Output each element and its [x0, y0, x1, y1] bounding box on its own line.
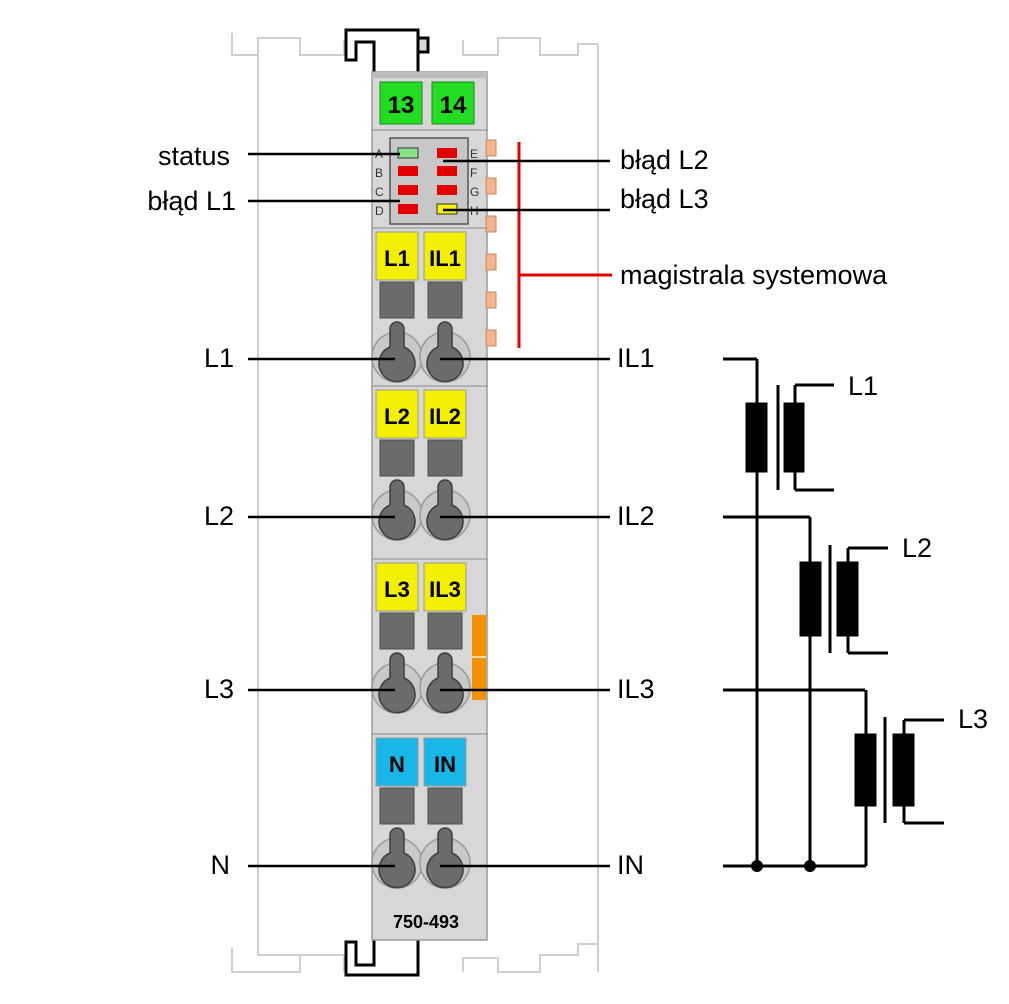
terminal-label-text: L2: [384, 404, 410, 429]
terminal-label-box: [423, 389, 467, 439]
terminal-label-box: [423, 737, 467, 787]
schematic-label-l2: L2: [902, 533, 933, 563]
led-letter-e: E: [470, 147, 478, 161]
led-c: [398, 185, 418, 195]
terminal-13: [379, 81, 423, 125]
led-a-status: [397, 147, 419, 159]
label-error-l1: błąd L1: [147, 186, 236, 216]
terminal-label-box: [375, 737, 419, 787]
terminal-group-l3: L3 IL3: [371, 558, 487, 714]
terminal-group-l2: L2 IL2: [371, 385, 487, 541]
top-terminals: 13 14: [379, 81, 475, 125]
terminal-13-label: 13: [388, 92, 415, 119]
terminal-label-text: IL3: [429, 577, 461, 602]
wire-entry: [378, 479, 416, 541]
release-pusher: [379, 612, 415, 650]
bus-contacts: [485, 139, 497, 347]
led-letter-b: B: [375, 166, 383, 180]
label-right-il2: IL2: [617, 501, 655, 531]
part-number: 750-493: [393, 912, 459, 932]
label-error-l3: błąd L3: [620, 184, 709, 214]
din-rail-outline: [231, 33, 599, 973]
terminal-group-n: N IN: [371, 733, 487, 889]
wire-entry: [378, 652, 416, 714]
schematic-label-l1: L1: [848, 371, 879, 401]
terminal-label-text: IL2: [429, 404, 461, 429]
release-pusher: [427, 612, 463, 650]
led-e: [437, 148, 457, 158]
wire-entry: [378, 321, 416, 383]
label-left-l3: L3: [203, 674, 234, 704]
wire-entry: [426, 479, 464, 541]
terminal-label-text: IL1: [429, 246, 461, 271]
terminal-label-box: [375, 562, 419, 612]
terminal-14: [431, 81, 475, 125]
led-letter-f: F: [470, 166, 477, 180]
schematic-label-l3: L3: [958, 704, 989, 734]
system-bus-bracket: [517, 142, 612, 348]
label-left-l2: L2: [203, 501, 234, 531]
terminal-14-label: 14: [440, 92, 467, 119]
wire-entry: [426, 827, 464, 889]
led-d: [398, 204, 418, 214]
wire-entry: [378, 827, 416, 889]
label-left-l1: L1: [203, 343, 234, 373]
terminal-label-text: L3: [384, 577, 410, 602]
terminal-label-box: [423, 231, 467, 281]
led-letter-c: C: [375, 185, 384, 199]
terminal-label-box: [423, 562, 467, 612]
terminal-label-text: N: [389, 752, 405, 777]
terminal-label-box: [375, 389, 419, 439]
label-right-in: IN: [617, 850, 644, 880]
led-g: [437, 185, 457, 195]
leader-lines: [248, 152, 610, 868]
current-transformer-schematic: [723, 357, 944, 868]
label-error-l2: błąd L2: [620, 145, 709, 175]
terminal-group-l1: L1 IL1: [371, 227, 487, 383]
side-strip: [472, 615, 486, 700]
terminal-label-box: [375, 231, 419, 281]
led-b: [398, 166, 418, 176]
label-right-il3: IL3: [617, 674, 655, 704]
led-letter-g: G: [470, 185, 479, 199]
release-pusher: [379, 439, 415, 477]
release-pusher: [427, 787, 463, 825]
label-status: status: [157, 141, 230, 171]
terminal-label-text: L1: [384, 246, 410, 271]
led-f: [437, 166, 457, 176]
wire-entry: [426, 321, 464, 383]
release-pusher: [379, 787, 415, 825]
release-pusher: [427, 281, 463, 319]
label-system-bus: magistrala systemowa: [620, 260, 888, 290]
terminal-label-text: IN: [434, 752, 456, 777]
junction-dots: [751, 860, 816, 872]
release-pusher: [379, 281, 415, 319]
wire-entry: [426, 652, 464, 714]
release-pusher: [427, 439, 463, 477]
led-letter-d: D: [375, 204, 384, 218]
label-right-il1: IL1: [617, 343, 655, 373]
label-left-n: N: [210, 850, 231, 880]
